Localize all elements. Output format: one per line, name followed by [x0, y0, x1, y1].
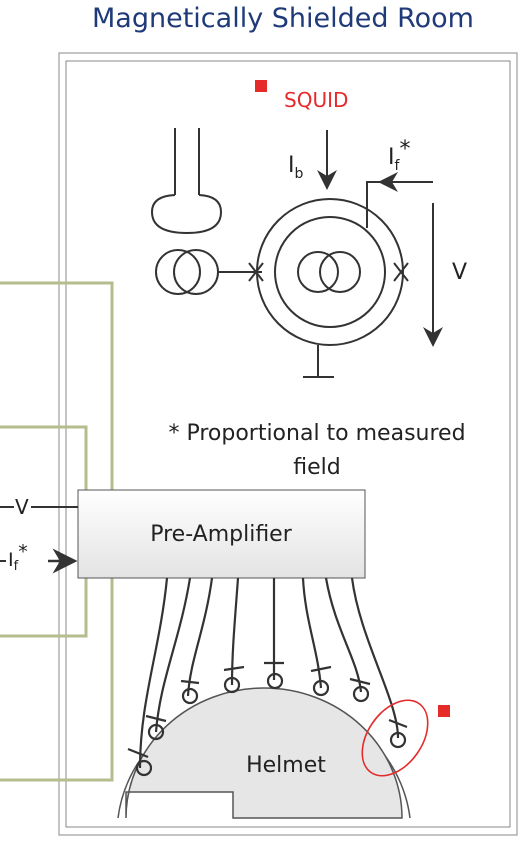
footnote-line-2: field	[293, 455, 340, 480]
sensor-array	[127, 577, 408, 777]
bias-current-label: Ib	[288, 153, 304, 182]
shielded-room-outer	[58, 52, 518, 836]
voltage-label: V	[452, 260, 467, 285]
shielded-room-inner	[65, 60, 511, 828]
highlight-marker	[438, 705, 450, 717]
squid-marker	[255, 80, 267, 92]
preamplifier-label: Pre-Amplifier	[150, 522, 292, 547]
pickup-coil	[150, 128, 223, 235]
output-if-signal: If*	[0, 541, 78, 574]
squid-rings	[256, 198, 404, 346]
helmet-label: Helmet	[246, 753, 326, 778]
feedback-current-label: If*	[388, 137, 410, 174]
output-v-signal: V	[0, 495, 78, 519]
footnote-line-1: * Proportional to measured	[168, 421, 465, 446]
squid-label: SQUID	[284, 88, 348, 112]
output-if-label: If*	[8, 541, 28, 574]
helmet-body	[125, 687, 403, 819]
feedback-current-line	[366, 181, 433, 228]
preamplifier-box	[77, 489, 366, 579]
output-v-label: V	[15, 495, 29, 519]
diagram-title: Magnetically Shielded Room	[92, 3, 474, 34]
ground-symbol	[303, 345, 334, 378]
highlighted-sensor-ring	[361, 699, 429, 777]
input-transformer-coils	[155, 249, 219, 295]
josephson-junction-crosses	[248, 262, 409, 282]
